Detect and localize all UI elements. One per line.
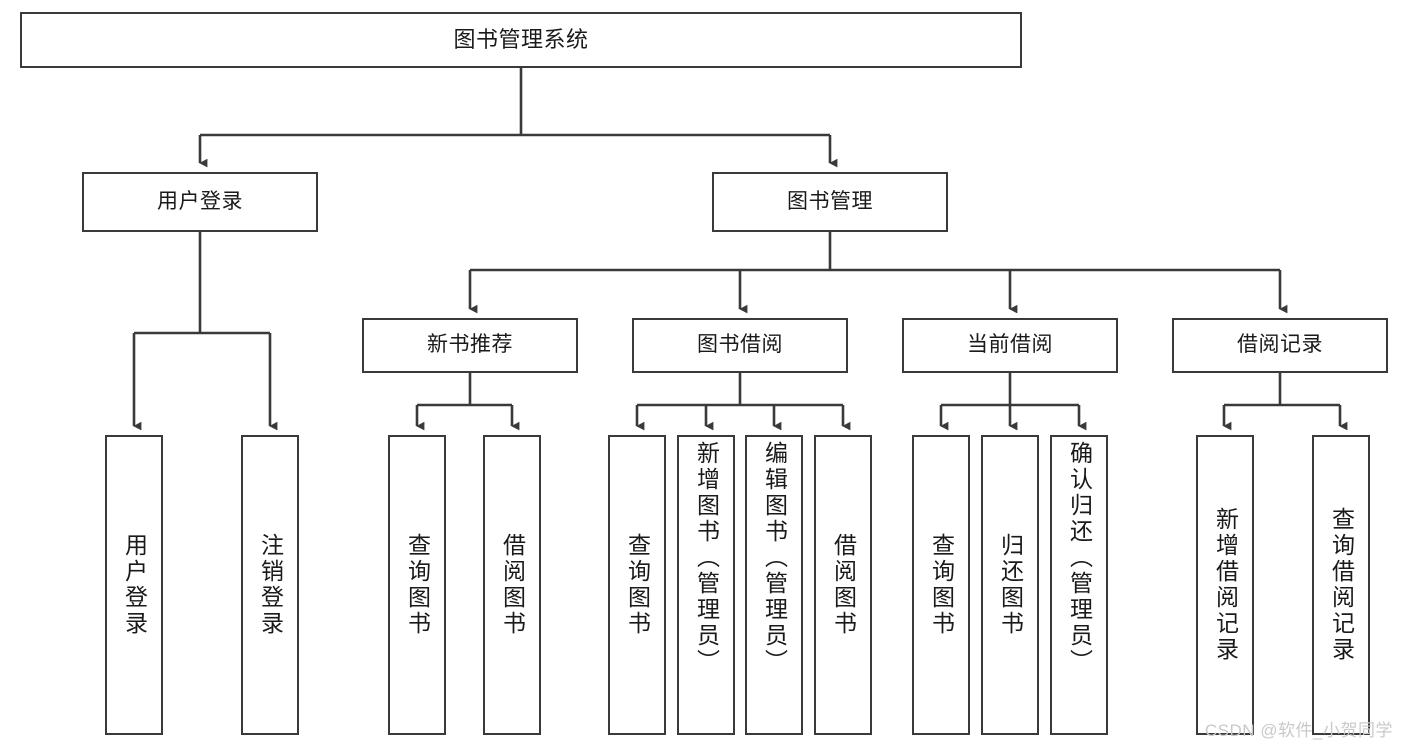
node-label: 确认归还（管理员） [1066, 441, 1093, 675]
node-label: 归还图书 [997, 533, 1024, 637]
node-label: 查询借阅记录 [1328, 507, 1355, 663]
node-label: 借阅记录 [1237, 333, 1323, 357]
node-label: 用户登录 [157, 189, 243, 213]
leaf-query-borrow-record[interactable]: 查询借阅记录 [1312, 435, 1370, 735]
node-label: 图书借阅 [697, 333, 783, 357]
leaf-query-books-borrow[interactable]: 查询图书 [608, 435, 666, 735]
leaf-return-books[interactable]: 归还图书 [981, 435, 1039, 735]
node-label: 查询图书 [404, 533, 431, 637]
node-label: 用户登录 [121, 533, 148, 637]
node-label: 新增借阅记录 [1212, 507, 1239, 663]
leaf-edit-book-admin[interactable]: 编辑图书（管理员） [745, 435, 803, 735]
node-label: 编辑图书（管理员） [761, 441, 788, 675]
node-label: 图书管理 [787, 189, 873, 213]
node-label: 借阅图书 [499, 533, 526, 637]
node-label: 新书推荐 [427, 333, 513, 357]
node-label: 查询图书 [624, 533, 651, 637]
node-current-borrowing[interactable]: 当前借阅 [902, 318, 1118, 373]
node-book-borrowing[interactable]: 图书借阅 [632, 318, 848, 373]
leaf-user-login[interactable]: 用户登录 [105, 435, 163, 735]
node-new-book-recommendation[interactable]: 新书推荐 [362, 318, 578, 373]
node-label: 注销登录 [257, 533, 284, 637]
leaf-logout[interactable]: 注销登录 [241, 435, 299, 735]
leaf-borrow-books-newbook[interactable]: 借阅图书 [483, 435, 541, 735]
node-root-book-management-system[interactable]: 图书管理系统 [20, 12, 1022, 68]
node-borrowing-records[interactable]: 借阅记录 [1172, 318, 1388, 373]
node-label: 新增图书（管理员） [693, 441, 720, 675]
leaf-query-books-current[interactable]: 查询图书 [912, 435, 970, 735]
leaf-confirm-return-admin[interactable]: 确认归还（管理员） [1050, 435, 1108, 735]
leaf-add-borrow-record[interactable]: 新增借阅记录 [1196, 435, 1254, 735]
node-user-login[interactable]: 用户登录 [82, 172, 318, 232]
watermark-text: CSDN @软件_小贺同学 [1204, 721, 1393, 740]
node-label: 借阅图书 [830, 533, 857, 637]
node-label: 当前借阅 [967, 333, 1053, 357]
leaf-add-book-admin[interactable]: 新增图书（管理员） [677, 435, 735, 735]
leaf-query-books-newbook[interactable]: 查询图书 [388, 435, 446, 735]
leaf-borrow-books[interactable]: 借阅图书 [814, 435, 872, 735]
node-label: 图书管理系统 [453, 27, 589, 53]
node-label: 查询图书 [928, 533, 955, 637]
node-book-management[interactable]: 图书管理 [712, 172, 948, 232]
